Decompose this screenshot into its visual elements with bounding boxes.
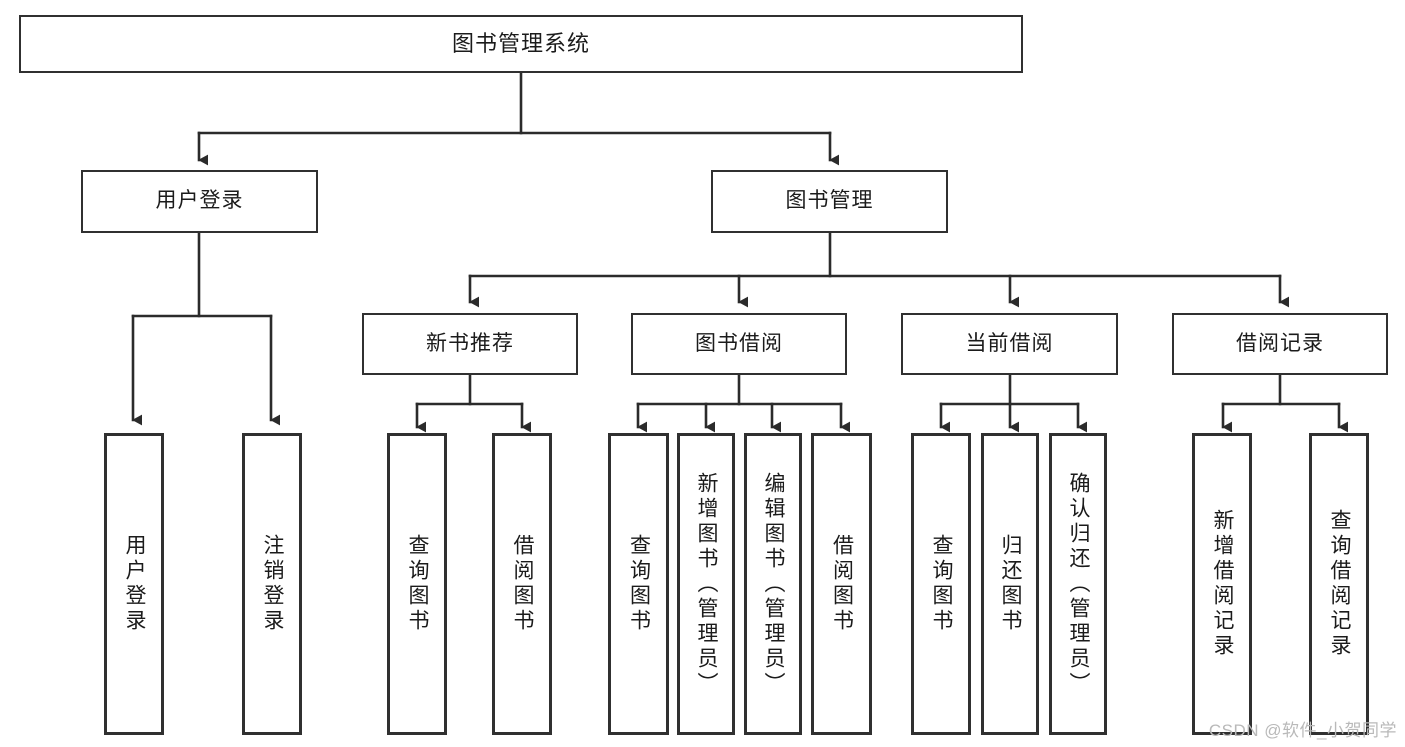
node-leaf-query-book-3[interactable]: 查询图书 bbox=[911, 433, 971, 735]
node-label: 注销登录 bbox=[261, 534, 285, 634]
node-leaf-query-book-2[interactable]: 查询图书 bbox=[608, 433, 669, 735]
node-leaf-borrow-book-1[interactable]: 借阅图书 bbox=[492, 433, 552, 735]
node-root-system[interactable]: 图书管理系统 bbox=[19, 15, 1023, 73]
node-label: 用户登录 bbox=[155, 189, 244, 213]
node-new-book-recommend[interactable]: 新书推荐 bbox=[362, 313, 578, 375]
node-leaf-add-book[interactable]: 新增图书（管理员） bbox=[677, 433, 735, 735]
node-label: 查询借阅记录 bbox=[1328, 509, 1352, 659]
node-book-manage[interactable]: 图书管理 bbox=[711, 170, 948, 233]
node-label: 查询图书 bbox=[930, 534, 954, 634]
node-label: 借阅图书 bbox=[830, 534, 854, 634]
node-label: 新增图书（管理员） bbox=[695, 471, 719, 697]
node-borrow-record[interactable]: 借阅记录 bbox=[1172, 313, 1388, 375]
node-leaf-add-record[interactable]: 新增借阅记录 bbox=[1192, 433, 1252, 735]
node-label: 归还图书 bbox=[999, 534, 1023, 634]
node-label: 编辑图书（管理员） bbox=[762, 471, 786, 697]
node-leaf-query-book-1[interactable]: 查询图书 bbox=[387, 433, 447, 735]
node-label: 新增借阅记录 bbox=[1211, 509, 1235, 659]
node-leaf-user-login[interactable]: 用户登录 bbox=[104, 433, 164, 735]
node-label: 当前借阅 bbox=[965, 331, 1054, 355]
csdn-watermark: CSDN @软件_小贺同学 bbox=[1208, 721, 1397, 740]
node-book-borrow[interactable]: 图书借阅 bbox=[631, 313, 847, 375]
node-leaf-borrow-book-2[interactable]: 借阅图书 bbox=[811, 433, 872, 735]
node-user-login[interactable]: 用户登录 bbox=[81, 170, 318, 233]
node-label: 图书管理系统 bbox=[451, 31, 590, 57]
node-leaf-edit-book[interactable]: 编辑图书（管理员） bbox=[744, 433, 802, 735]
node-label: 查询图书 bbox=[627, 534, 651, 634]
node-label: 借阅图书 bbox=[511, 534, 535, 634]
node-leaf-query-record[interactable]: 查询借阅记录 bbox=[1309, 433, 1369, 735]
node-label: 查询图书 bbox=[406, 534, 430, 634]
node-label: 用户登录 bbox=[123, 534, 147, 634]
node-label: 借阅记录 bbox=[1236, 331, 1324, 355]
node-leaf-return-book[interactable]: 归还图书 bbox=[981, 433, 1039, 735]
node-label: 新书推荐 bbox=[426, 331, 514, 355]
node-label: 图书借阅 bbox=[695, 331, 783, 355]
node-label: 图书管理 bbox=[785, 189, 874, 213]
node-current-borrow[interactable]: 当前借阅 bbox=[901, 313, 1118, 375]
node-leaf-confirm-return[interactable]: 确认归还（管理员） bbox=[1049, 433, 1107, 735]
node-leaf-user-logout[interactable]: 注销登录 bbox=[242, 433, 302, 735]
node-label: 确认归还（管理员） bbox=[1067, 471, 1091, 697]
